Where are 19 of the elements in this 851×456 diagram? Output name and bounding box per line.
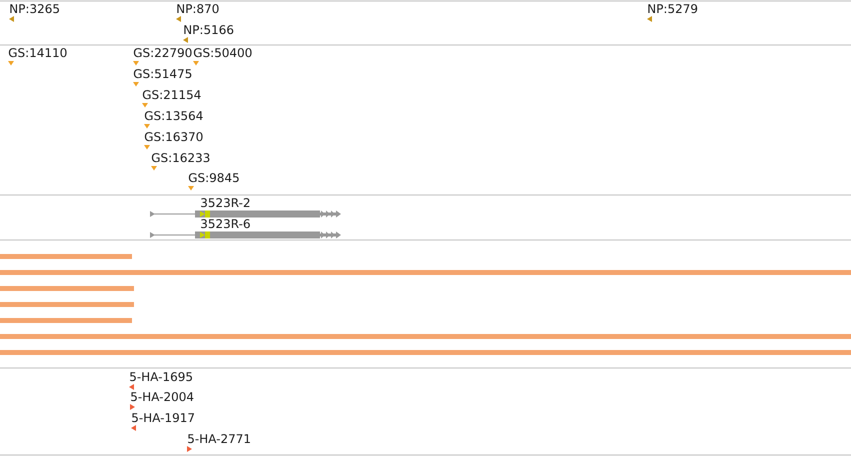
feature-label: GS:51475 <box>134 69 192 78</box>
feature-label: 5-HA-1695 <box>130 372 192 382</box>
feature-label: GS:16370 <box>144 132 203 142</box>
feature-label: GS:9845 <box>188 173 239 182</box>
feature-label: NP:5279 <box>648 4 698 14</box>
feature-label: GS:14110 <box>8 48 67 58</box>
gene-label: 3523R-2 <box>201 198 250 208</box>
feature-label: 5-HA-2004 <box>131 392 194 402</box>
feature-label: GS:13564 <box>144 111 203 120</box>
feature-label: GS:16233 <box>152 153 210 162</box>
feature-label: GS:21154 <box>142 90 201 100</box>
feature-label: GS:22790 <box>134 48 192 58</box>
feature-label: 5-HA-2771 <box>188 434 250 444</box>
gene-label: 3523R-6 <box>201 219 250 228</box>
feature-label: NP:5166 <box>184 25 234 34</box>
feature-label: GS:50400 <box>194 48 252 58</box>
feature-label: NP:3265 <box>10 4 59 14</box>
feature-label: NP:870 <box>177 4 219 14</box>
feature-label: 5-HA-1917 <box>132 413 194 422</box>
